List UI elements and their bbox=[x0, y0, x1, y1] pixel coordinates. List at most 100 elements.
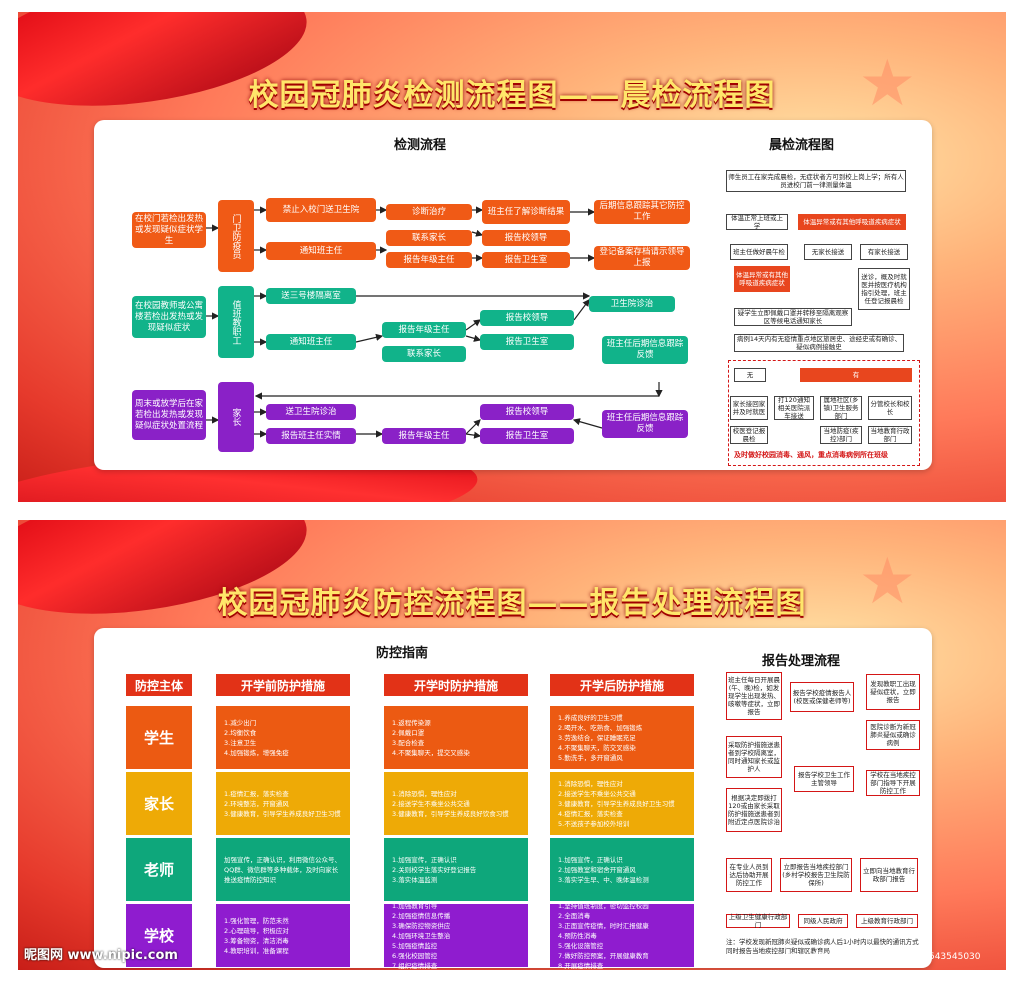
row3-a1: 送卫生院诊治 bbox=[266, 404, 356, 420]
report-r7: 学校在当地疾控部门指导下开展防控工作 bbox=[866, 770, 920, 796]
row3-d1: 班主任后期信息跟踪反馈 bbox=[602, 410, 688, 438]
guide-cell-line: 2.加强疫情信息传播 bbox=[392, 911, 451, 920]
row1-c3: 报告卫生室 bbox=[482, 252, 570, 268]
guide-cell-line: 7.做好防控预案，开展健康教育 bbox=[558, 951, 649, 960]
morning-s12: 有 bbox=[800, 368, 912, 382]
bottom-heading: 校园冠肺炎防控流程图——报告处理流程图 bbox=[217, 586, 807, 621]
guide-row-label: 学校 bbox=[126, 904, 192, 967]
bottom-card: 防控指南 报告处理流程 防控主体 开学前防护措施 开学时防护措施 开学后防护措施… bbox=[94, 628, 932, 970]
watermark-brand: 昵图网 www.nipic.com bbox=[24, 948, 178, 963]
header-subject: 防控主体 bbox=[126, 674, 192, 696]
morning-s17: 校医登记报晨检 bbox=[730, 426, 768, 444]
row1-d2: 登记备案存档请示领导上报 bbox=[594, 246, 690, 270]
row3-role: 家长 bbox=[218, 382, 254, 452]
header-after: 开学后防护措施 bbox=[550, 674, 694, 696]
report-r14: 上级教育行政部门 bbox=[856, 914, 918, 928]
row3-b1: 报告年级主任 bbox=[382, 428, 466, 444]
morning-s8: 送诊，概及时就医并按医疗机构指引处理，班主任登记报晨检 bbox=[858, 268, 910, 310]
morning-s7: 体温异常或有其他呼吸道疾病症状 bbox=[734, 266, 790, 292]
star-icon: ★ bbox=[858, 545, 916, 619]
morning-s9: 疑学生立即佩戴口罩并转移至隔离观察区等候电话通知家长 bbox=[734, 308, 852, 326]
guide-cell-line: 4.加强锻炼，增强免疫 bbox=[224, 748, 289, 757]
report-r3: 发现教职工出现疑似症状，立即报告 bbox=[866, 674, 920, 710]
header-before: 开学前防护措施 bbox=[216, 674, 350, 696]
guide-cell-line: 3.健康教育，引导学生养成良好饮食习惯 bbox=[392, 809, 509, 818]
guide-cell-line: 3.健康教育，引导学生养成良好卫生习惯 bbox=[558, 799, 675, 808]
guide-cell-line: 4.预防性消毒 bbox=[558, 931, 597, 940]
guide-cell-line: 2.接送学生不乘坐公共交通 bbox=[392, 799, 470, 808]
guide-cell-line: 6.强化校园管控 bbox=[392, 951, 438, 960]
report-r8: 根据决定即拨打120或由家长采取防护措施送患者到附近定点医院诊治 bbox=[726, 788, 782, 832]
morning-s14: 打120通知相关医院派车接送 bbox=[774, 396, 814, 420]
guide-cell-line: 3.注意卫生 bbox=[224, 738, 257, 747]
guide-cell-line: 2.全面消毒 bbox=[558, 911, 591, 920]
guide-cell-line: 4.不聚集聊天，提交又感染 bbox=[392, 748, 470, 757]
star-icon: ★ bbox=[858, 47, 916, 121]
header-during: 开学时防护措施 bbox=[384, 674, 528, 696]
guide-cell-line: 1.消除恐惧，理性应对 bbox=[392, 789, 457, 798]
guide-cell-line: 1.加强教育引导 bbox=[392, 901, 438, 910]
guide-cell-line: 3.确保防控物资供应 bbox=[392, 921, 451, 930]
morning-s5: 无家长接送 bbox=[804, 244, 852, 260]
morning-s11: 无 bbox=[734, 368, 766, 382]
guide-cell-line: 8.开展疫情排查 bbox=[558, 961, 604, 970]
morning-s4: 班主任做好晨午检 bbox=[730, 244, 788, 260]
guide-cell-line: 1.坚持值班制度，密切监控校园 bbox=[558, 901, 649, 910]
guide-cell-before: 加强宣传，正确认识，利用微信公众号、QQ群、微信群等多种载体，及时向家长推送疫情… bbox=[216, 838, 350, 901]
guide-row-label: 家长 bbox=[126, 772, 192, 835]
morning-note: 及时做好校园消毒、通风，重点消毒病例所在班级 bbox=[734, 451, 888, 459]
row2-b2: 联系家长 bbox=[382, 346, 466, 362]
guide-cell-line: 4.不聚集聊天，防交叉感染 bbox=[558, 743, 636, 752]
guide-cell-line: 3.筹备物资，清洁消毒 bbox=[224, 936, 289, 945]
guide-cell-line: 2.接送学生不乘坐公共交通 bbox=[558, 789, 636, 798]
row2-d1: 卫生院诊治 bbox=[589, 296, 675, 312]
guide-cell-line: 2.关则校学生落实好登记报告 bbox=[392, 865, 477, 874]
guide-cell-line: 4.加强环境卫生整治 bbox=[392, 931, 451, 940]
guide-cell-line: 3.正面宣传疫情，时时汇报健康 bbox=[558, 921, 649, 930]
row1-c2: 报告校领导 bbox=[482, 230, 570, 246]
row2-a2: 通知班主任 bbox=[266, 334, 356, 350]
guide-cell-line: 加强宣传，正确认识，利用微信公众号、QQ群、微信群等多种载体，及时向家长推送疫情… bbox=[224, 855, 341, 884]
guide-cell-line: 1.疫情汇报，落实检查 bbox=[224, 789, 289, 798]
guide-cell-line: 5.勤洗手，多开窗通风 bbox=[558, 753, 623, 762]
report-r9: 在专业人员到达后协助开展防控工作 bbox=[726, 858, 772, 892]
guide-cell-line: 1.减少出门 bbox=[224, 718, 257, 727]
row3-c1: 报告校领导 bbox=[480, 404, 574, 420]
report-r4: 医院诊断为新冠肺炎疑似或确诊病例 bbox=[866, 720, 920, 750]
report-r13: 同级人民政府 bbox=[798, 914, 848, 928]
guide-row-label: 学生 bbox=[126, 706, 192, 769]
top-panel: ★ 校园冠肺炎检测流程图——晨检流程图 检测流程 晨检流程图 bbox=[18, 12, 1006, 502]
morning-s15: 属地社区(乡镇)卫生服务部门 bbox=[820, 396, 862, 420]
guide-cell-line: 4.教职培训，准备课程 bbox=[224, 946, 289, 955]
guide-cell-line: 2.喝开水、吃熟食、加强锻炼 bbox=[558, 723, 643, 732]
guide-title: 防控指南 bbox=[376, 646, 429, 661]
row3-a2: 报告班主任实情 bbox=[266, 428, 356, 444]
guide-cell-line: 3.落实体温监测 bbox=[392, 875, 438, 884]
guide-cell-line: 1.返程传染源 bbox=[392, 718, 431, 727]
guide-cell-line: 2.心理疏导，积极应对 bbox=[224, 926, 289, 935]
row1-a1: 禁止入校门送卫生院 bbox=[266, 198, 376, 222]
guide-cell-line: 5.不送孩子参加校外培训 bbox=[558, 819, 630, 828]
guide-cell-line: 1.强化管理，防范未然 bbox=[224, 916, 289, 925]
row2-start: 在校园教师或公寓楼若检出发热或发现疑似症状 bbox=[132, 296, 206, 338]
guide-cell-line: 1.加强宣传，正确认识 bbox=[392, 855, 457, 864]
guide-cell-line: 5.加强疫情监控 bbox=[392, 941, 438, 950]
guide-cell-line: 3.劳逸结合，保证睡眠充足 bbox=[558, 733, 636, 742]
row2-a1: 送三号楼隔离室 bbox=[266, 288, 356, 304]
report-note: 注：学校发现新冠肺炎疑似或确诊病人后1小时内以最快的通讯方式同时报告当地疾控部门… bbox=[726, 938, 919, 955]
guide-cell-line: 5.强化设施管控 bbox=[558, 941, 604, 950]
guide-cell-line: 3.落实学生早、中、晚体温检测 bbox=[558, 875, 649, 884]
row2-c1: 报告校领导 bbox=[480, 310, 574, 326]
row2-d2: 班主任后期信息跟踪反馈 bbox=[602, 336, 688, 364]
report-r11: 立即向当地教育行政部门报告 bbox=[860, 858, 918, 892]
report-r12: 上级卫生健康行政部门 bbox=[726, 913, 790, 929]
guide-row-label: 老师 bbox=[126, 838, 192, 901]
row2-role: 值班教职工 bbox=[218, 286, 254, 358]
guide-cell-line: 2.加强教室和宿舍开窗通风 bbox=[558, 865, 636, 874]
guide-cell-line: 7.组织疫情排查 bbox=[392, 961, 438, 970]
